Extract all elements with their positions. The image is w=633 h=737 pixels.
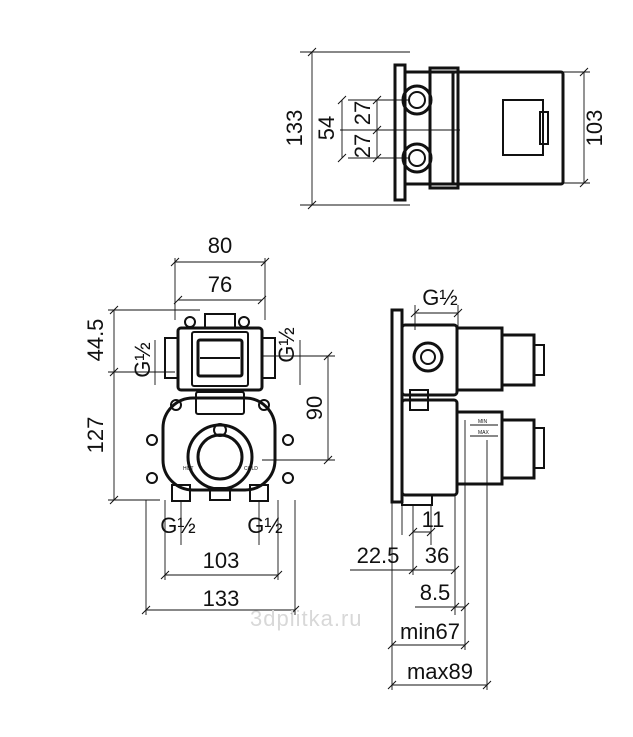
front-thread-bottom-left: G½ [160, 513, 195, 538]
front-dim-44-5: 44.5 [83, 319, 108, 362]
front-lower-block: HOT COLD [146, 391, 294, 502]
side-view: G½ MIN MAX [350, 285, 545, 690]
label-cold: COLD [244, 466, 258, 472]
front-thread-bottom-right: G½ [247, 513, 282, 538]
side-thread-top: G½ [422, 285, 457, 310]
front-view: 80 76 44.5 127 G½ G½ 90 [83, 233, 335, 615]
front-dim-103: 103 [203, 548, 240, 573]
front-dim-127: 127 [83, 417, 108, 454]
top-view: 133 54 27 27 103 [282, 47, 607, 210]
label-hot: HOT [183, 466, 194, 472]
front-dim-90: 90 [302, 396, 327, 420]
label-max: MAX [478, 430, 490, 436]
top-inlet-upper [401, 84, 433, 116]
top-dim-27-upper: 27 [350, 101, 375, 125]
watermark: 3dplitka.ru [250, 606, 363, 631]
top-view-body [393, 63, 565, 202]
front-upper-block [164, 313, 276, 392]
top-dim-27-lower: 27 [350, 134, 375, 158]
side-dim-11: 11 [422, 507, 445, 532]
front-dim-133: 133 [203, 586, 240, 611]
front-dim-76: 76 [208, 272, 232, 297]
side-view-body: MIN MAX [390, 308, 545, 506]
side-dim-36: 36 [425, 543, 449, 568]
front-thread-left: G½ [130, 342, 155, 377]
side-dim-max89: max89 [407, 659, 473, 684]
side-dim-22-5: 22.5 [357, 543, 400, 568]
front-thread-right: G½ [274, 327, 299, 362]
top-inlet-lower [401, 142, 433, 174]
front-dim-80: 80 [208, 233, 232, 258]
side-dim-8-5: 8.5 [420, 580, 451, 605]
side-dim-min67: min67 [400, 619, 460, 644]
top-dim-54: 54 [314, 116, 339, 140]
top-dim-103: 103 [582, 110, 607, 147]
label-min: MIN [478, 419, 488, 425]
top-dim-133: 133 [282, 110, 307, 147]
